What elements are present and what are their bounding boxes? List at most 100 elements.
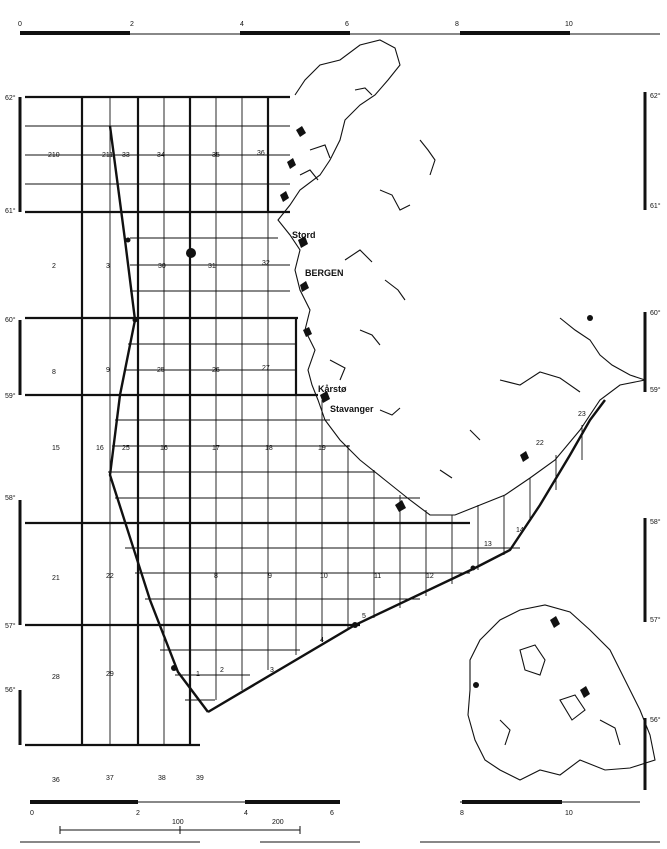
latitude-label: 57°	[5, 622, 16, 630]
place-bergen: BERGEN	[305, 268, 344, 278]
bottom-scale-tick: 4	[244, 810, 248, 817]
bottom-scale-tick: 10	[565, 810, 573, 817]
town-marker	[473, 682, 479, 688]
right-latitude-labels: 62° 61° 60° 59° 58° 57° 56°	[650, 92, 661, 724]
block-number: 5	[362, 613, 366, 620]
latitude-label: 62°	[5, 94, 16, 102]
block-number: 13	[484, 541, 492, 548]
place-stord: Stord	[292, 230, 316, 240]
block-number: 211	[102, 152, 113, 159]
block-number-labels: 210 211 33 34 35 36 2 3 30 31 32 8 9 25 …	[48, 150, 586, 784]
block-number: 8	[214, 573, 218, 580]
block-number: 3	[270, 667, 274, 674]
block-number: 14	[516, 527, 524, 534]
block-grid	[25, 97, 583, 745]
top-scale-tick: 0	[18, 21, 22, 28]
block-number: 15	[52, 445, 60, 452]
block-number: 210	[48, 152, 60, 159]
block-number: 38	[158, 775, 166, 782]
block-number: 11	[374, 573, 381, 580]
block-number: 28	[52, 674, 60, 681]
block-number: 35	[212, 152, 220, 159]
block-number: 17	[212, 445, 220, 452]
block-number: 25	[122, 445, 130, 452]
latitude-label: 57°	[650, 616, 661, 624]
block-number: 22	[106, 573, 114, 580]
block-number: 30	[158, 263, 166, 270]
distance-scale-label: 100	[172, 819, 184, 826]
bottom-scale-tick: 6	[330, 810, 334, 817]
boundary-point	[132, 317, 138, 323]
distance-scale-label: 200	[272, 819, 284, 826]
block-number: 2	[220, 667, 224, 674]
block-number: 16	[96, 445, 104, 452]
left-latitude-labels: 62° 61° 60° 59° 58° 57° 56°	[5, 94, 16, 694]
block-number: 32	[262, 260, 270, 267]
place-names: Stord BERGEN Kårstø Stavanger	[292, 230, 374, 414]
top-scale-tick: 4	[240, 21, 244, 28]
southern-boundary-line	[207, 399, 606, 714]
bottom-scale-bar: 0 2 4 6 8 10	[30, 800, 640, 817]
top-scale-tick: 6	[345, 21, 349, 28]
block-number: 39	[196, 775, 204, 782]
block-number: 9	[106, 367, 110, 374]
coastline-norway	[277, 39, 646, 516]
block-number: 21	[52, 575, 60, 582]
top-scale-tick: 8	[455, 21, 459, 28]
block-number: 9	[268, 573, 272, 580]
block-number: 18	[265, 445, 273, 452]
boundary-lines	[108, 125, 606, 714]
boundary-point	[470, 565, 476, 571]
latitude-label: 56°	[5, 686, 16, 694]
block-number: 34	[157, 152, 165, 159]
latitude-label: 59°	[5, 392, 16, 400]
block-number: 29	[106, 671, 114, 678]
place-stavanger: Stavanger	[330, 404, 374, 414]
block-number: 2	[52, 263, 56, 270]
latitude-label: 56°	[650, 716, 661, 724]
block-number: 37	[106, 775, 114, 782]
latitude-label: 61°	[650, 202, 661, 210]
distance-scale: 100 200	[59, 819, 301, 834]
boundary-point	[125, 237, 131, 243]
bottom-scale-tick: 8	[460, 810, 464, 817]
block-number: 10	[320, 573, 328, 580]
block-number: 36	[257, 150, 265, 157]
block-number: 19	[318, 445, 326, 452]
median-line	[108, 125, 209, 713]
block-number: 4	[320, 637, 324, 644]
block-number: 31	[208, 263, 216, 270]
boundary-point	[171, 665, 177, 671]
block-number: 16	[160, 445, 168, 452]
block-number: 26	[212, 367, 220, 374]
latitude-label: 60°	[5, 316, 16, 324]
block-number: 22	[536, 440, 544, 447]
field-marker	[186, 248, 196, 258]
block-number: 3	[106, 263, 110, 270]
boundary-point	[352, 622, 358, 628]
block-number: 27	[262, 365, 270, 372]
top-scale-bar: 0 2 4 6 8 10	[18, 21, 660, 35]
block-number: 23	[578, 411, 586, 418]
block-number: 25	[157, 367, 165, 374]
latitude-label: 58°	[5, 494, 16, 502]
top-scale-tick: 10	[565, 21, 573, 28]
latitude-label: 60°	[650, 309, 661, 317]
block-number: 36	[52, 777, 60, 784]
coastline-denmark	[467, 604, 656, 781]
bottom-scale-tick: 2	[136, 810, 140, 817]
block-number: 12	[426, 573, 434, 580]
place-karsto: Kårstø	[318, 384, 347, 394]
quadrant-grid	[25, 95, 470, 747]
bottom-scale-tick: 0	[30, 810, 34, 817]
latitude-label: 62°	[650, 92, 661, 100]
town-marker	[587, 315, 593, 321]
latitude-label: 59°	[650, 386, 661, 394]
latitude-label: 61°	[5, 207, 16, 215]
top-scale-tick: 2	[130, 21, 134, 28]
block-number: 8	[52, 369, 56, 376]
block-number: 1	[196, 671, 200, 678]
point-markers	[125, 237, 593, 688]
block-number: 33	[122, 152, 130, 159]
